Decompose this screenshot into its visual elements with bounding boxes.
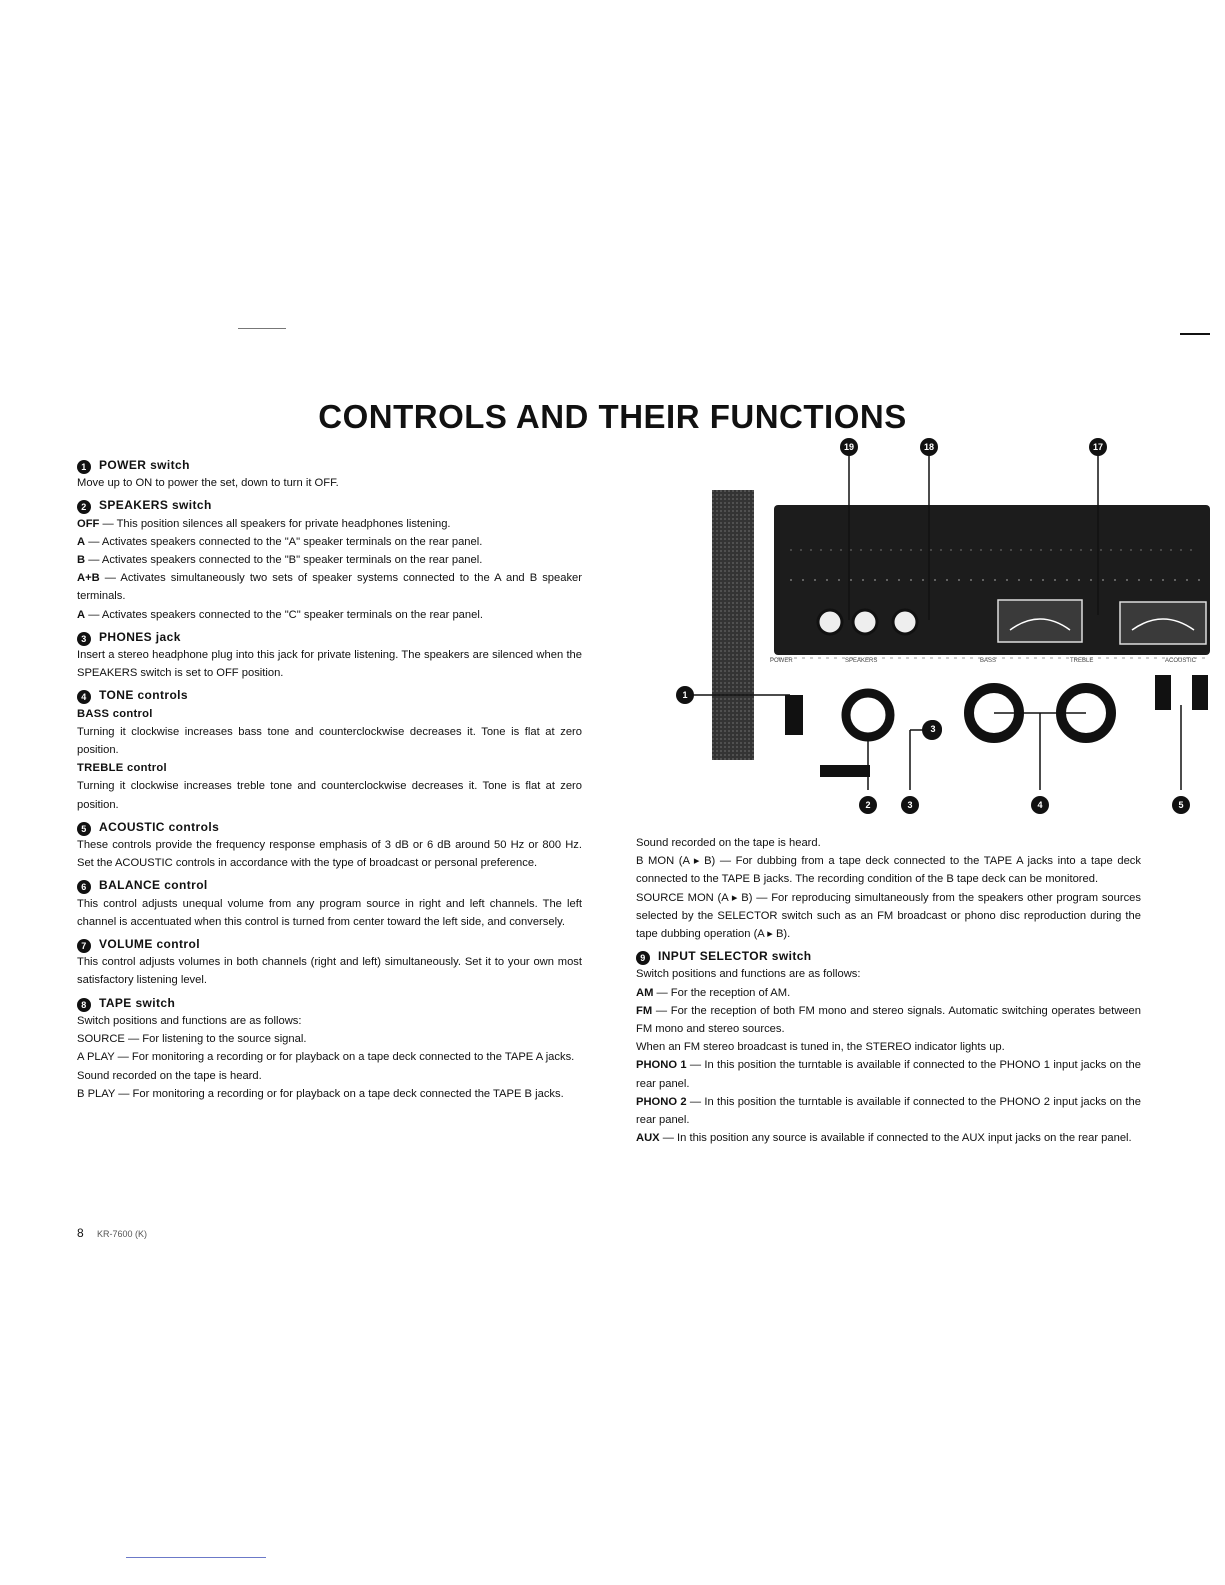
receiver-front-panel-illustration: 19 18 17 1 3 2 3 4 5 POWER SPEAKERS BASS… — [640, 430, 1210, 830]
power-text: Move up to ON to power the set, down to … — [77, 477, 339, 490]
page-title: CONTROLS AND THEIR FUNCTIONS — [318, 398, 907, 435]
callout-3-upper: 3 — [924, 720, 942, 738]
tape-line: B PLAY — For monitoring a recording or f… — [77, 1087, 564, 1100]
tape-line: A PLAY — For monitoring a recording or f… — [77, 1051, 575, 1064]
number-badge-icon: 3 — [77, 631, 91, 646]
number-badge-icon: 6 — [77, 880, 91, 895]
front-panel-diagram — [692, 455, 1210, 790]
treble-heading: TREBLE control — [77, 762, 167, 775]
power-switch-knob — [785, 695, 803, 735]
volume-text: This control adjusts volumes in both cha… — [77, 956, 582, 987]
callout-17: 17 — [1089, 438, 1107, 456]
tape-line: Switch positions and functions are as fo… — [77, 1014, 302, 1027]
selector-item: AUX — In this position any source is ava… — [636, 1132, 1132, 1145]
number-badge-icon: 4 — [77, 690, 91, 705]
bass-text: Turning it clockwise increases bass tone… — [77, 725, 582, 757]
speakers-item: B — Activates speakers connected to the … — [77, 554, 483, 567]
page-footer: 8 KR-7600 (K) — [77, 1226, 147, 1240]
scan-mark-top — [238, 328, 286, 329]
scan-link-underline — [126, 1557, 266, 1558]
callout-19: 19 — [840, 438, 858, 456]
dial-window — [774, 505, 1210, 655]
speakers-item: A — Activates speakers connected to the … — [77, 608, 483, 621]
selector-item: AM — For the reception of AM. — [636, 986, 791, 999]
right-column: Sound recorded on the tape is heard. B M… — [636, 834, 1141, 1147]
selector-item: PHONO 2 — In this position the turntable… — [636, 1095, 1141, 1127]
tape-continued-line: SOURCE MON (A ▸ B) — For reproducing sim… — [636, 891, 1141, 941]
acoustic-switch-right — [1192, 675, 1208, 710]
scan-mark-corner — [1180, 333, 1210, 335]
stereo-note: When an FM stereo broadcast is tuned in,… — [636, 1041, 1005, 1054]
label-treble: TREBLE — [1070, 658, 1094, 664]
number-badge-icon: 2 — [77, 500, 91, 515]
acoustic-switch-left — [1155, 675, 1171, 710]
acoustic-text: These controls provide the frequency res… — [77, 839, 582, 870]
page-number: 8 — [77, 1226, 84, 1240]
callout-3: 3 — [901, 796, 919, 814]
balance-text: This control adjusts unequal volume from… — [77, 897, 582, 928]
speakers-item: A — Activates speakers connected to the … — [77, 535, 483, 548]
speakers-knob — [841, 688, 895, 742]
tape-continued-line: Sound recorded on the tape is heard. — [636, 837, 821, 849]
label-bass: BASS — [980, 658, 997, 664]
phones-text: Insert a stereo headphone plug into this… — [77, 649, 582, 680]
signal-meter — [997, 599, 1083, 643]
number-badge-icon: 5 — [77, 821, 91, 836]
tape-line: SOURCE — For listening to the source sig… — [77, 1033, 307, 1046]
bass-heading: BASS control — [77, 707, 153, 720]
speakers-item: A+B — Activates simultaneously two sets … — [77, 572, 582, 603]
callout-2: 2 — [859, 796, 877, 814]
label-acoustic: ACOUSTIC — [1165, 658, 1197, 664]
selector-item: FM — For the reception of both FM mono a… — [636, 1004, 1141, 1036]
tuning-meter — [1119, 601, 1207, 645]
callout-5: 5 — [1172, 796, 1190, 814]
label-speakers: SPEAKERS — [845, 658, 878, 664]
selector-intro: Switch positions and functions are as fo… — [636, 968, 861, 981]
callout-18: 18 — [920, 438, 938, 456]
model-number: KR-7600 (K) — [97, 1229, 148, 1239]
speakers-item: OFF — This position silences all speaker… — [77, 517, 451, 530]
number-badge-icon: 8 — [77, 997, 91, 1012]
tape-continued-line: B MON (A ▸ B) — For dubbing from a tape … — [636, 855, 1141, 886]
tape-line: Sound recorded on the tape is heard. — [77, 1069, 262, 1082]
number-badge-icon: 9 — [636, 951, 650, 966]
treble-text: Turning it clockwise increases treble to… — [77, 780, 582, 811]
number-badge-icon: 1 — [77, 460, 91, 474]
selector-item: PHONO 1 — In this position the turntable… — [636, 1059, 1141, 1090]
callout-4: 4 — [1031, 796, 1049, 814]
callout-1: 1 — [676, 686, 694, 704]
label-power: POWER — [770, 658, 793, 664]
number-badge-icon: 7 — [77, 939, 91, 954]
